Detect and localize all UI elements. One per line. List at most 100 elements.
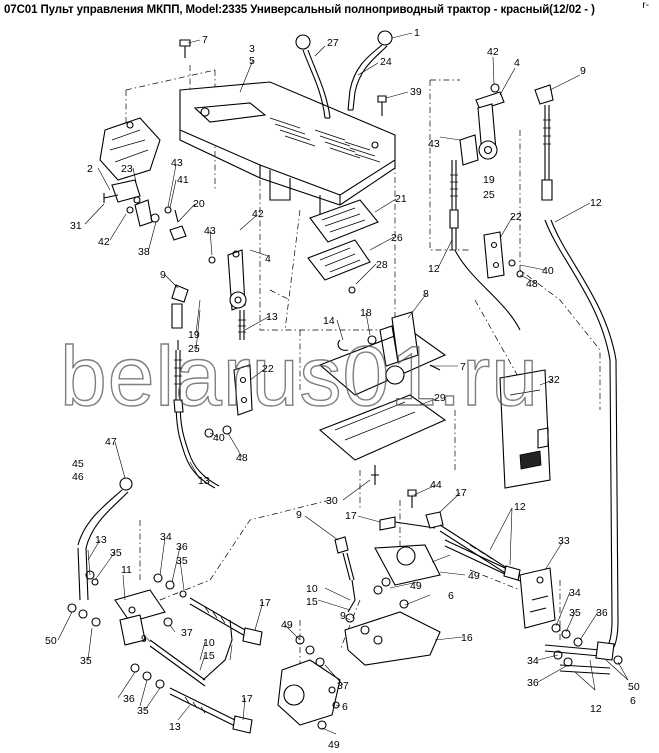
callout-15-left: 15 [203, 650, 215, 662]
callout-19-right: 19 [483, 174, 495, 186]
callout-6-right: 6 [630, 695, 636, 707]
bottom-right-fittings [544, 623, 623, 675]
bolt-39 [377, 95, 387, 116]
callout-22-left: 22 [262, 363, 274, 375]
callout-49-right: 49 [468, 570, 480, 582]
left-cable [77, 340, 220, 549]
callout-36-upper: 36 [176, 541, 188, 553]
callout-17-left: 17 [259, 597, 271, 609]
callout-29: 29 [434, 392, 446, 404]
callout-46: 46 [72, 471, 84, 483]
bracket-33 [519, 567, 556, 629]
callout-34-lower-right: 34 [527, 655, 539, 667]
callout-9-center: 9 [296, 509, 302, 521]
callout-7-mid: 7 [460, 361, 466, 373]
callout-16: 16 [461, 632, 473, 644]
callout-8: 8 [423, 288, 429, 300]
callout-6-center: 6 [448, 590, 454, 602]
callout-21: 21 [395, 193, 407, 205]
callout-50-left: 50 [45, 635, 57, 647]
callout-35-upper: 35 [110, 547, 122, 559]
callout-14: 14 [323, 315, 335, 327]
callout-7-top: 7 [202, 34, 208, 46]
callout-36-lower-right: 36 [527, 677, 539, 689]
cables-12-middle [439, 524, 521, 582]
callout-43-left: 43 [171, 157, 183, 169]
callout-48-left: 48 [236, 452, 248, 464]
callout-35-lower-left: 35 [137, 705, 149, 717]
callout-3: 3 [249, 43, 255, 55]
lower-middle-block [277, 635, 341, 730]
callout-13-upper: 13 [266, 311, 278, 323]
callout-43-right: 43 [428, 138, 440, 150]
callout-34-right: 34 [569, 587, 581, 599]
callout-32: 32 [548, 374, 560, 386]
console-housing [179, 81, 396, 226]
callout-10-center: 10 [306, 583, 318, 595]
callout-37-lower: 37 [337, 680, 349, 692]
callout-13-mid: 13 [198, 475, 210, 487]
callout-42-top: 42 [487, 46, 499, 58]
callout-17-lower: 17 [241, 693, 253, 705]
callout-39: 39 [410, 86, 422, 98]
callout-20: 20 [193, 198, 205, 210]
callout-17-center: 17 [345, 510, 357, 522]
callout-42-left: 42 [98, 236, 110, 248]
callout-4-top: 4 [514, 57, 520, 69]
callout-9-left-lower: 9 [141, 633, 147, 645]
callout-24: 24 [380, 56, 392, 68]
callout-17-top: 17 [455, 487, 467, 499]
callout-4-mid: 4 [265, 253, 271, 265]
callout-41: 41 [177, 174, 189, 186]
callout-35-left: 35 [80, 655, 92, 667]
callout-48-right: 48 [526, 278, 538, 290]
callout-9-top: 9 [580, 65, 586, 77]
callout-25-right: 25 [483, 189, 495, 201]
corner-mark: r- [642, 0, 649, 11]
callout-44: 44 [430, 479, 442, 491]
callout-35-right: 35 [569, 607, 581, 619]
callout-31: 31 [70, 220, 82, 232]
callout-40-right: 40 [542, 265, 554, 277]
callout-34-upper: 34 [160, 531, 172, 543]
callout-labels: 7 27 1 3 5 24 42 4 9 39 43 19 25 2 23 43… [45, 27, 640, 751]
callout-9-left: 9 [160, 269, 166, 281]
callout-18: 18 [360, 307, 372, 319]
callout-42-mid: 42 [252, 208, 264, 220]
callout-6-lower: 6 [342, 701, 348, 713]
callout-10-left: 10 [203, 637, 215, 649]
callout-49-left: 49 [281, 619, 293, 631]
shift-levers [295, 30, 393, 119]
callout-37-mid: 37 [181, 627, 193, 639]
callout-12-center: 12 [514, 501, 526, 513]
left-lever-assembly [171, 249, 253, 438]
callout-13-left: 13 [95, 534, 107, 546]
callout-30: 30 [326, 495, 338, 507]
right-bracket-22 [483, 231, 524, 279]
callout-25-left: 25 [188, 343, 200, 355]
callout-40-left: 40 [213, 432, 225, 444]
callout-23: 23 [121, 163, 133, 175]
callout-43-mid: 43 [204, 225, 216, 237]
upper-left-bracket [99, 117, 161, 181]
callout-22-right: 22 [510, 211, 522, 223]
callout-36-right: 36 [596, 607, 608, 619]
callout-2: 2 [87, 163, 93, 175]
callout-15-center: 15 [306, 596, 318, 608]
callout-50-right: 50 [628, 681, 640, 693]
switch-assembly [103, 179, 187, 241]
callout-49-lower: 49 [328, 739, 340, 751]
callout-12-upper-right: 12 [590, 197, 602, 209]
callout-45: 45 [72, 458, 84, 470]
callout-9-lower: 9 [340, 610, 346, 622]
callout-27: 27 [327, 37, 339, 49]
right-lever-assembly [449, 83, 505, 250]
callout-49-center: 49 [410, 580, 422, 592]
bolt-44 [407, 489, 417, 508]
callout-26: 26 [391, 232, 403, 244]
central-mount [318, 311, 447, 485]
bolt-7-top [179, 39, 191, 58]
callout-5: 5 [249, 55, 255, 67]
